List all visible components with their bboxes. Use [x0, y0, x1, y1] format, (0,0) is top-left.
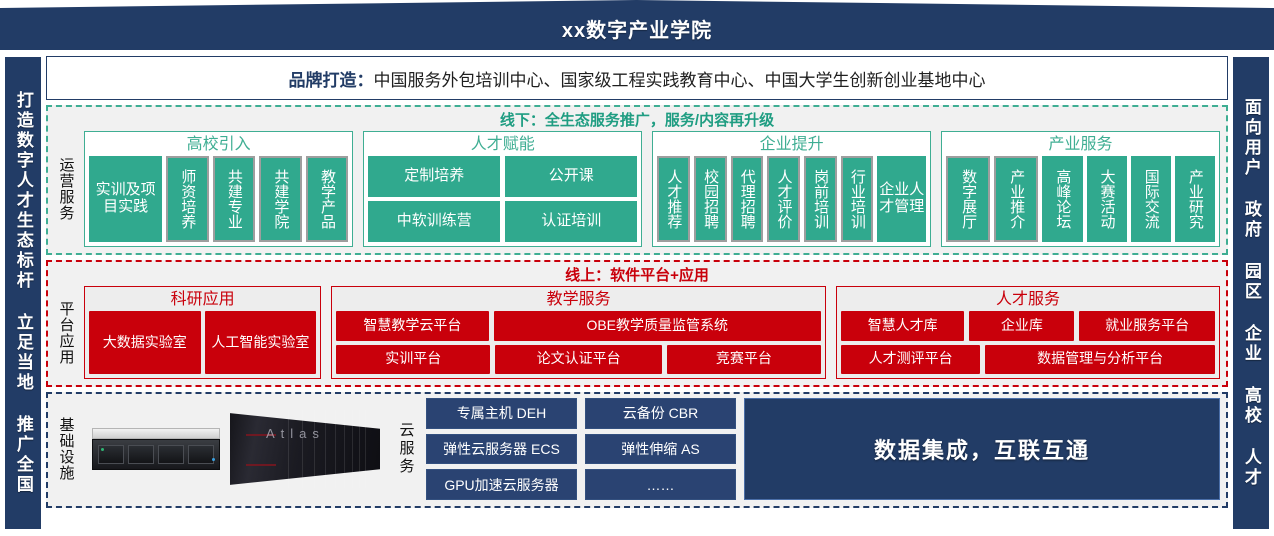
tile-大赛活动[interactable]: 大赛活动	[1086, 156, 1127, 242]
tile-OBE教学质量监管系统[interactable]: OBE教学质量监管系统	[493, 311, 821, 341]
group-title-人才赋能: 人才赋能	[470, 136, 535, 153]
group-title-高校引入: 高校引入	[186, 136, 251, 153]
brand-text: 中国服务外包培训中心、国家级工程实践教育中心、中国大学生创新创业基地中心	[373, 70, 986, 90]
tile-企业库[interactable]: 企业库	[969, 311, 1075, 341]
cloud-tag-云备份 CBR[interactable]: 云备份 CBR	[585, 398, 736, 429]
right-rail-audience: 面向用户 政府 园区 企业 高校 人才	[1232, 56, 1270, 530]
group-title-企业提升: 企业提升	[759, 136, 824, 153]
infrastructure-band: 基础设施	[46, 392, 1228, 508]
group-title-人才服务: 人才服务	[995, 291, 1060, 308]
group-title-产业服务: 产业服务	[1048, 136, 1113, 153]
group-items: 数字展厅产业推介高峰论坛大赛活动国际交流产业研究	[946, 156, 1216, 242]
cloud-tag-弹性云服务器 ECS[interactable]: 弹性云服务器 ECS	[426, 433, 577, 465]
tower-server-image: Atlas	[230, 410, 380, 488]
brand-strip: 品牌打造：中国服务外包培训中心、国家级工程实践教育中心、中国大学生创新创业基地中…	[46, 56, 1228, 100]
header-banner: xx数字产业学院	[0, 0, 1274, 50]
server-hardware-images: Atlas	[86, 398, 386, 500]
tile-国际交流[interactable]: 国际交流	[1130, 156, 1171, 242]
group-items: 大数据实验室人工智能实验室	[89, 311, 317, 374]
tile-智慧教学云平台[interactable]: 智慧教学云平台	[336, 311, 489, 341]
cloud-column-1: 专属主机 DEH 弹性云服务器 ECS GPU加速云服务器	[426, 398, 577, 501]
cloud-column-2: 云备份 CBR 弹性伸缩 AS ……	[585, 398, 736, 501]
offline-band: 线下：全生态服务推广，服务/内容再升级 运营服务 高校引入实训及项目实践师资培养…	[46, 105, 1228, 255]
tile-就业服务平台[interactable]: 就业服务平台	[1079, 311, 1215, 341]
cloud-service-label: 云服务	[397, 422, 415, 476]
tile-人才评价[interactable]: 人才评价	[767, 156, 800, 242]
group-row-1: 智慧人才库企业库就业服务平台	[841, 311, 1215, 341]
rack-server-image	[92, 428, 220, 470]
offline-groups: 高校引入实训及项目实践师资培养共建专业共建学院教学产品人才赋能定制培养公开课中软…	[84, 131, 1221, 247]
tile-代理招聘[interactable]: 代理招聘	[730, 156, 764, 242]
tile-智慧人才库[interactable]: 智慧人才库	[841, 311, 965, 341]
group-items: 人才推荐校园招聘代理招聘人才评价岗前培训行业培训企业人才管理	[657, 156, 927, 242]
tile-产业研究[interactable]: 产业研究	[1174, 156, 1216, 242]
tile-人才测评平台[interactable]: 人才测评平台	[841, 344, 981, 374]
tile-数据管理与分析平台[interactable]: 数据管理与分析平台	[985, 344, 1215, 374]
group-rows: 智慧人才库企业库就业服务平台人才测评平台数据管理与分析平台	[841, 311, 1215, 374]
tile-行业培训[interactable]: 行业培训	[840, 156, 874, 242]
group-title-科研应用: 科研应用	[170, 291, 235, 308]
group-row-2: 人才测评平台数据管理与分析平台	[841, 344, 1215, 374]
page-title: xx数字产业学院	[561, 20, 713, 42]
offline-vertical-label: 运营服务	[57, 157, 75, 221]
tile-企业人才管理[interactable]: 企业人才管理	[877, 156, 927, 242]
data-integration-panel: 数据集成，互联互通	[744, 398, 1220, 500]
tile-产业推介[interactable]: 产业推介	[994, 156, 1039, 242]
online-vertical-label: 平台应用	[57, 300, 75, 365]
tile-认证培训[interactable]: 认证培训	[505, 201, 638, 242]
tile-共建专业[interactable]: 共建专业	[212, 156, 256, 242]
group-row-2: 中软训练营认证培训	[368, 201, 638, 242]
tile-公开课[interactable]: 公开课	[505, 156, 638, 197]
group-title-教学服务: 教学服务	[546, 291, 611, 308]
tile-教学产品[interactable]: 教学产品	[305, 156, 349, 242]
tile-中软训练营[interactable]: 中软训练营	[368, 201, 501, 242]
online-band: 线上：软件平台+应用 平台应用 科研应用大数据实验室人工智能实验室教学服务智慧教…	[46, 260, 1228, 387]
tile-人工智能实验室[interactable]: 人工智能实验室	[204, 311, 317, 374]
main-column: 品牌打造：中国服务外包培训中心、国家级工程实践教育中心、中国大学生创新创业基地中…	[46, 56, 1228, 530]
group-row-2: 实训平台论文认证平台竞赛平台	[336, 344, 822, 374]
brand-label: 品牌打造：	[288, 70, 374, 90]
group-产业服务: 产业服务数字展厅产业推介高峰论坛大赛活动国际交流产业研究	[941, 131, 1221, 247]
tile-实训平台[interactable]: 实训平台	[336, 344, 491, 374]
group-企业提升: 企业提升人才推荐校园招聘代理招聘人才评价岗前培训行业培训企业人才管理	[652, 131, 932, 247]
group-高校引入: 高校引入实训及项目实践师资培养共建专业共建学院教学产品	[84, 131, 354, 247]
tile-竞赛平台[interactable]: 竞赛平台	[666, 344, 822, 374]
tile-论文认证平台[interactable]: 论文认证平台	[495, 344, 662, 374]
online-band-title: 线上：软件平台+应用	[565, 267, 709, 284]
group-items: 实训及项目实践师资培养共建专业共建学院教学产品	[89, 156, 349, 242]
tile-高峰论坛[interactable]: 高峰论坛	[1042, 156, 1083, 242]
tile-人才推荐[interactable]: 人才推荐	[657, 156, 690, 242]
header-arch-shape	[0, 0, 1274, 50]
cloud-tag-专属主机 DEH[interactable]: 专属主机 DEH	[426, 398, 577, 429]
tile-校园招聘[interactable]: 校园招聘	[693, 156, 727, 242]
infra-vertical-label: 基础设施	[57, 417, 75, 481]
group-人才服务: 人才服务智慧人才库企业库就业服务平台人才测评平台数据管理与分析平台	[836, 286, 1220, 379]
group-科研应用: 科研应用大数据实验室人工智能实验室	[84, 286, 322, 379]
tile-岗前培训[interactable]: 岗前培训	[803, 156, 837, 242]
group-row-1: 定制培养公开课	[368, 156, 638, 197]
tile-大数据实验室[interactable]: 大数据实验室	[89, 311, 201, 374]
group-rows: 定制培养公开课中软训练营认证培训	[368, 156, 638, 242]
cloud-tag-……[interactable]: ……	[585, 469, 736, 501]
tile-实训及项目实践[interactable]: 实训及项目实践	[89, 156, 163, 242]
cloud-tag-弹性伸缩 AS[interactable]: 弹性伸缩 AS	[585, 433, 736, 465]
offline-band-title: 线下：全生态服务推广，服务/内容再升级	[499, 112, 775, 129]
left-rail-slogan: 打造数字人才生态标杆 立足当地 推广全国	[4, 56, 42, 530]
tile-定制培养[interactable]: 定制培养	[368, 156, 501, 197]
cloud-tag-GPU加速云服务器[interactable]: GPU加速云服务器	[426, 469, 577, 501]
group-人才赋能: 人才赋能定制培养公开课中软训练营认证培训	[363, 131, 643, 247]
tile-共建学院[interactable]: 共建学院	[259, 156, 302, 242]
server-brand-text: Atlas	[266, 426, 325, 441]
tile-师资培养[interactable]: 师资培养	[166, 156, 209, 242]
tile-数字展厅[interactable]: 数字展厅	[946, 156, 991, 242]
cloud-service-tags: 专属主机 DEH 弹性云服务器 ECS GPU加速云服务器 云备份 CBR 弹性伸缩 A…	[426, 398, 736, 501]
